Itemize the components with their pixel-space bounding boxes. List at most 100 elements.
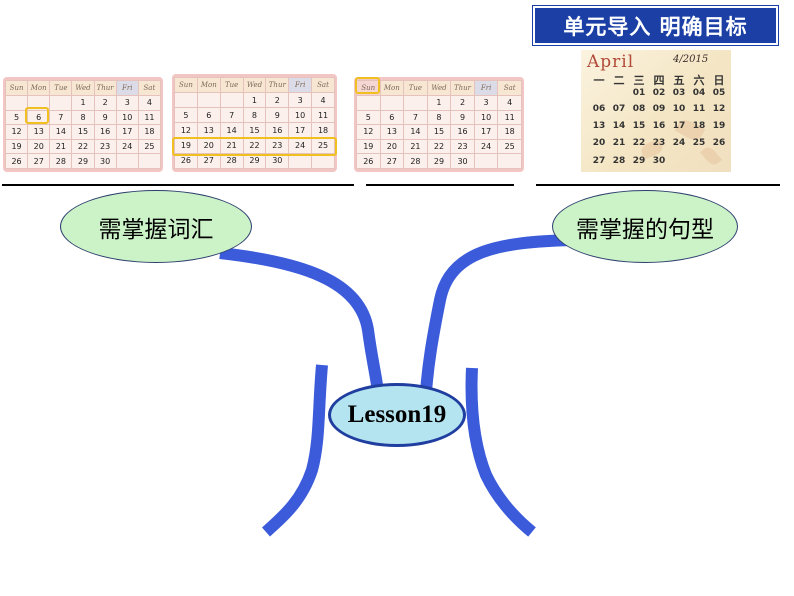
branch-top-left	[219, 247, 384, 393]
day-cell	[497, 153, 522, 169]
day-cell: 13	[196, 122, 221, 139]
day-cell: 16	[93, 124, 117, 140]
sentence-patterns-topic: 需掌握的句型	[552, 190, 738, 263]
day-cell: 14	[49, 124, 73, 140]
date-number: 23	[652, 138, 666, 148]
day-cell: 12	[174, 122, 198, 139]
date-number: 04	[692, 88, 706, 98]
date-number: 30	[652, 156, 666, 166]
date-number: 29	[632, 156, 646, 166]
day-header: Thur	[93, 80, 117, 96]
day-header: Tue	[219, 77, 244, 93]
date-number: 26	[712, 138, 726, 148]
day-cell: 4	[137, 95, 162, 111]
date-number: 13	[592, 121, 606, 131]
day-cell: 19	[356, 138, 381, 155]
date-number: 02	[652, 88, 666, 98]
day-cell: 26	[4, 153, 29, 169]
day-cell: 3	[115, 95, 139, 111]
day-cell: 21	[403, 138, 428, 155]
day-cell: 25	[137, 138, 162, 155]
day-cell: 28	[403, 153, 428, 169]
branch-bottom-left	[261, 364, 328, 537]
date-number: 19	[712, 121, 726, 131]
date-number: 07	[612, 104, 626, 114]
date-number: 22	[632, 138, 646, 148]
day-header: Fri	[115, 80, 139, 96]
day-cell: 13	[27, 124, 51, 140]
date-number: 03	[672, 88, 686, 98]
day-cell: 14	[219, 122, 244, 139]
page-title: 单元导入 明确目标	[532, 5, 779, 46]
day-cell: 14	[403, 124, 428, 140]
day-cell: 6	[196, 107, 221, 124]
date-number: 27	[592, 156, 606, 166]
day-cell: 22	[426, 138, 452, 155]
day-cell: 9	[93, 109, 117, 126]
day-header: Wed	[71, 80, 95, 96]
day-cell: 16	[265, 122, 290, 139]
highlight-week-19-25	[172, 137, 337, 156]
date-number: 06	[592, 104, 606, 114]
day-cell: 12	[356, 124, 381, 140]
day-cell: 24	[473, 138, 499, 155]
day-cell: 22	[242, 137, 267, 154]
day-cell: 28	[219, 152, 244, 170]
day-cell: 2	[450, 95, 475, 111]
day-cell	[137, 153, 162, 169]
day-header: Sat	[137, 80, 162, 96]
day-cell: 20	[27, 138, 51, 155]
lesson-center-node: Lesson19	[328, 383, 466, 447]
day-cell: 6	[27, 109, 51, 126]
day-header: Tue	[403, 80, 428, 96]
day-cell: 5	[356, 109, 381, 126]
day-header: Mon	[379, 80, 405, 96]
day-header: Sat	[311, 77, 335, 93]
day-cell: 21	[49, 138, 73, 155]
day-cell	[473, 153, 499, 169]
day-header: Wed	[426, 80, 452, 96]
date-number: 24	[672, 138, 686, 148]
day-cell: 17	[288, 122, 313, 139]
weekday-label: 六	[693, 74, 705, 87]
day-cell	[49, 95, 73, 111]
day-cell: 11	[311, 107, 335, 124]
day-cell: 5	[174, 107, 198, 124]
day-cell: 22	[71, 138, 95, 155]
date-number: 11	[692, 104, 706, 114]
day-cell: 6	[379, 109, 405, 126]
day-cell: 16	[450, 124, 475, 140]
day-cell: 1	[71, 95, 95, 111]
day-cell: 18	[497, 124, 522, 140]
highlight-day-6	[25, 107, 49, 124]
day-cell: 27	[27, 153, 51, 169]
day-cell	[403, 95, 428, 111]
date-number: 10	[672, 104, 686, 114]
weekday-label: 四	[653, 74, 665, 87]
day-cell: 30	[265, 152, 290, 170]
day-cell: 23	[450, 138, 475, 155]
month-label: April	[587, 52, 635, 72]
date-number: 14	[612, 121, 626, 131]
date-label: 4/2015	[673, 54, 709, 65]
day-cell: 29	[242, 152, 267, 170]
day-header: Sun	[174, 77, 198, 93]
day-cell: 29	[426, 153, 452, 169]
day-cell	[356, 95, 381, 111]
day-cell: 1	[426, 95, 452, 111]
day-cell: 10	[473, 109, 499, 126]
day-cell: 8	[242, 107, 267, 124]
day-cell: 15	[242, 122, 267, 139]
day-cell: 10	[288, 107, 313, 124]
divider-line-1	[2, 184, 354, 186]
day-cell: 29	[71, 153, 95, 169]
day-cell: 28	[49, 153, 73, 169]
day-cell: 27	[379, 153, 405, 169]
day-cell: 9	[450, 109, 475, 126]
date-number: 20	[592, 138, 606, 148]
day-cell: 2	[265, 91, 290, 109]
branch-bottom-right	[465, 367, 536, 537]
